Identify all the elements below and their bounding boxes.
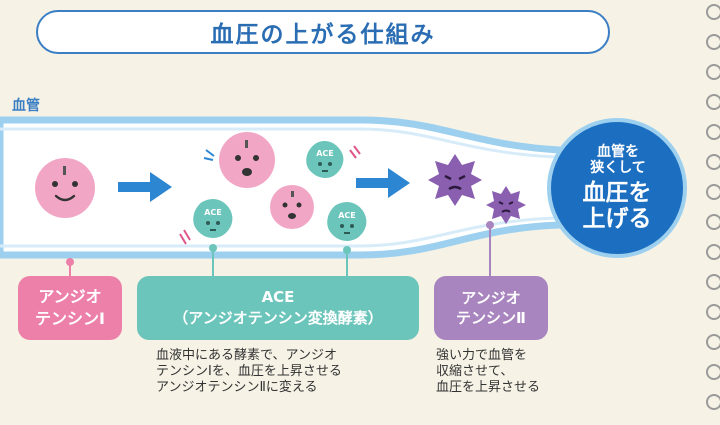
page-title: 血圧の上がる仕組み [210, 22, 436, 48]
ace-enzyme-icon: ACE [193, 199, 233, 238]
ace-enzyme-icon: ACE [327, 202, 367, 241]
title-banner: 血圧の上がる仕組み [36, 10, 610, 54]
angiotensin2-icon [428, 154, 482, 206]
angiotensin1-face [35, 158, 95, 218]
pointer-line [209, 244, 351, 278]
angiotensin1-face-worried [219, 132, 275, 188]
bubble-main-text: 血圧を 上げる [552, 180, 682, 233]
angiotensin2-icon-small [486, 186, 526, 224]
tag-line: テンシンⅡ [456, 309, 526, 327]
description-line: 強い力で血管を [436, 348, 528, 363]
description-line: 血圧を上昇させる [436, 380, 541, 395]
description-line: アンジオテンシンⅡに変える [156, 380, 318, 395]
tag-line: テンシンⅠ [35, 309, 105, 328]
ace-description: 血液中にある酵素で、アンジオ テンシンⅠを、血圧を上昇させる アンジオテンシンⅡ… [156, 348, 342, 396]
tag-line: アンジオ [38, 287, 102, 307]
description-line: 収縮させて、 [436, 364, 514, 379]
angiotensin1-face-small [270, 185, 314, 229]
notebook-rings [706, 4, 720, 410]
angiotensin2-tag: アンジオ テンシンⅡ [434, 276, 548, 340]
bubble-subtext: 血管を 狭くして [558, 144, 678, 176]
bubble-big-line: 血圧を [582, 180, 652, 206]
motion-marks [179, 145, 361, 245]
pointer-line [486, 221, 494, 278]
tag-line: ACE [261, 288, 295, 306]
ace-mark: ACE [316, 149, 334, 158]
bubble-small-line: 血管を [597, 144, 639, 160]
bubble-big-line: 上げる [582, 206, 652, 233]
angiotensin1-tag: アンジオ テンシンⅠ [18, 276, 122, 340]
angiotensin2-description: 強い力で血管を 収縮させて、 血圧を上昇させる [436, 348, 540, 396]
pointer-line [66, 258, 74, 278]
ace-enzyme-icon: ACE [306, 141, 344, 178]
arrow-icon [356, 168, 410, 198]
vessel-label: 血管 [12, 98, 40, 114]
ace-tag: ACE （アンジオテンシン変換酵素） [137, 276, 419, 340]
result-bubble [547, 118, 687, 258]
ace-mark: ACE [204, 208, 222, 217]
bubble-small-line: 狭くして [590, 160, 646, 177]
tag-line: （アンジオテンシン変換酵素） [173, 309, 383, 327]
arrow-icon [118, 172, 172, 202]
ace-mark: ACE [338, 211, 356, 220]
description-line: テンシンⅠを、血圧を上昇させる [156, 364, 342, 379]
description-line: 血液中にある酵素で、アンジオ [156, 348, 337, 363]
tag-line: アンジオ [461, 288, 521, 307]
